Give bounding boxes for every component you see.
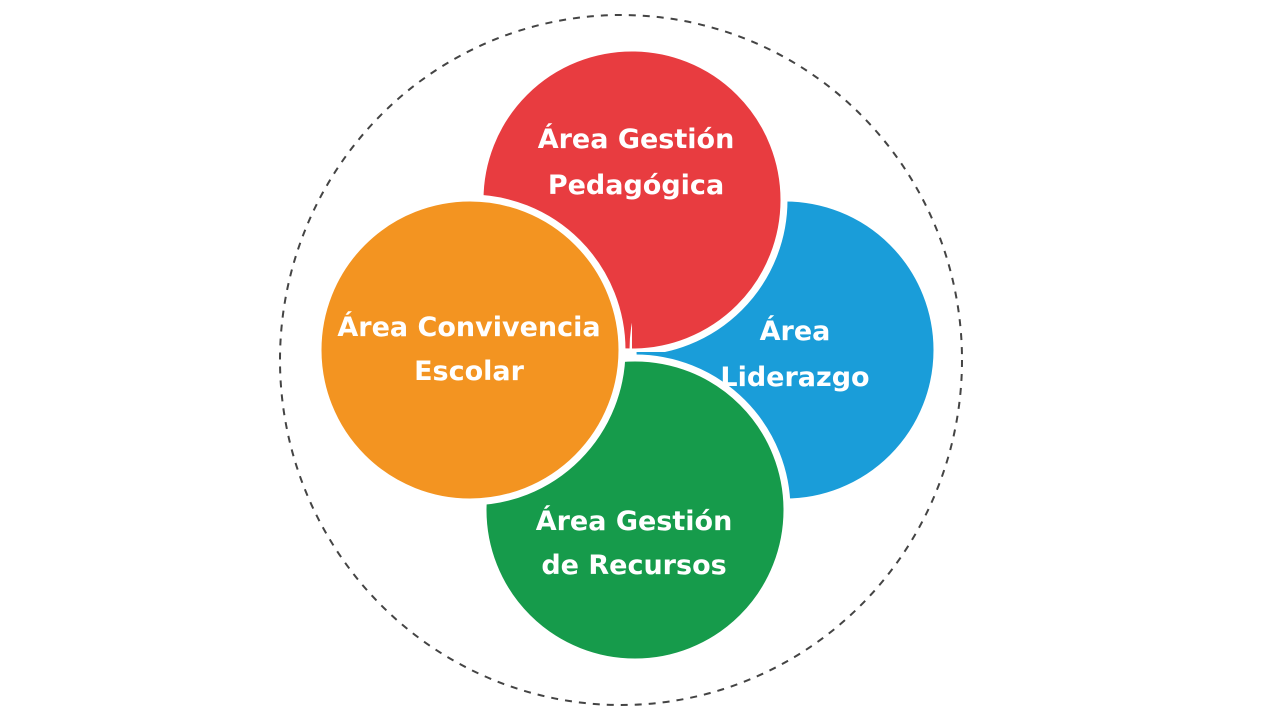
circle-pedagogica-overlap	[632, 44, 788, 352]
dashed-outer-ring	[279, 14, 963, 706]
circle-convivencia	[314, 194, 626, 506]
